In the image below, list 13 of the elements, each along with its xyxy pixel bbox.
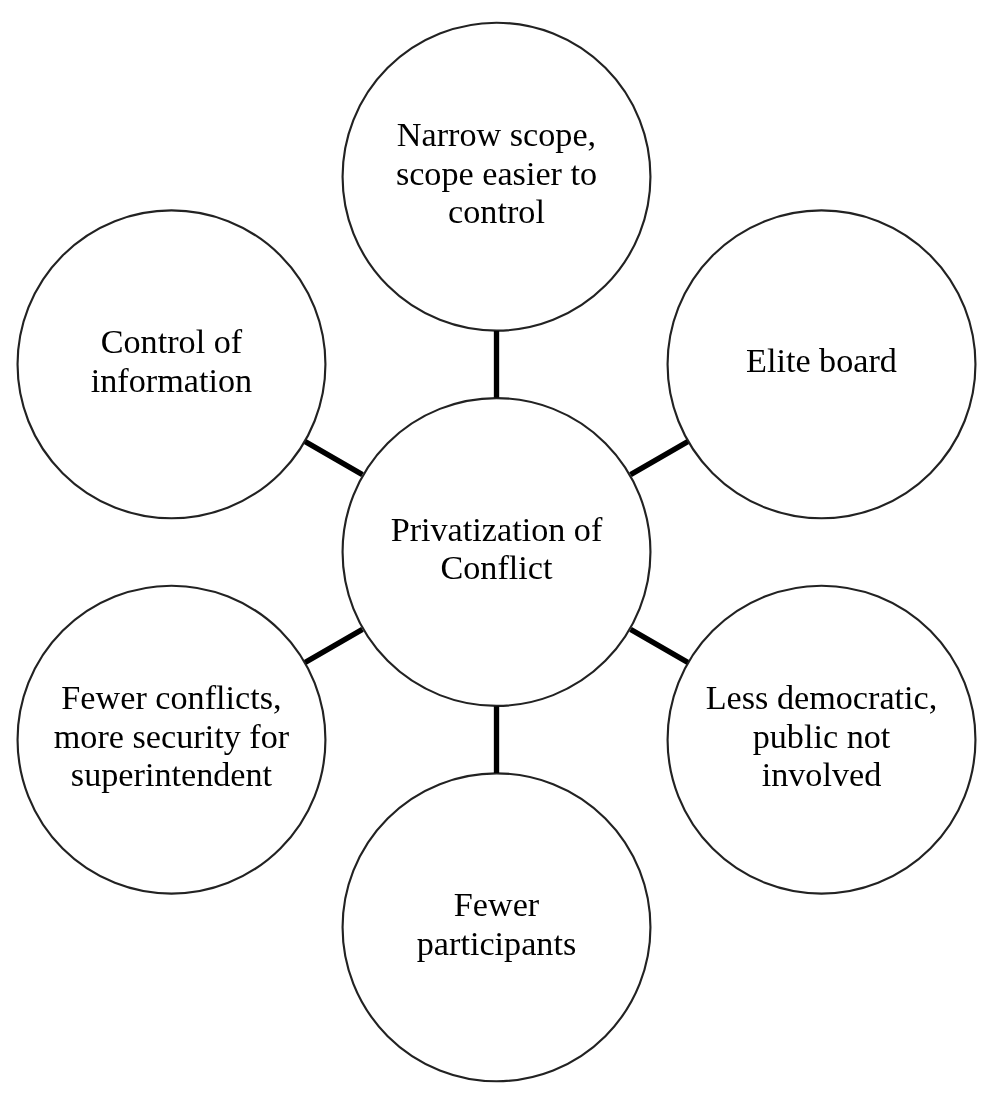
node-circle: Fewer participants <box>341 771 652 1082</box>
connector <box>628 626 689 665</box>
connector <box>493 705 499 773</box>
connector <box>628 438 689 477</box>
connector <box>303 438 364 477</box>
connector <box>303 626 364 665</box>
node-circle: Control of information <box>16 208 326 519</box>
node-circle: Less democratic, public not involved <box>666 584 977 895</box>
node-circle: Fewer conflicts, more security for superintendent <box>16 584 326 895</box>
connector <box>493 330 499 398</box>
node-circle: Elite board <box>666 208 977 519</box>
node-circle: Narrow scope, scope easier to control <box>341 21 652 332</box>
node-circle: Privatization of Conflict <box>341 396 652 707</box>
